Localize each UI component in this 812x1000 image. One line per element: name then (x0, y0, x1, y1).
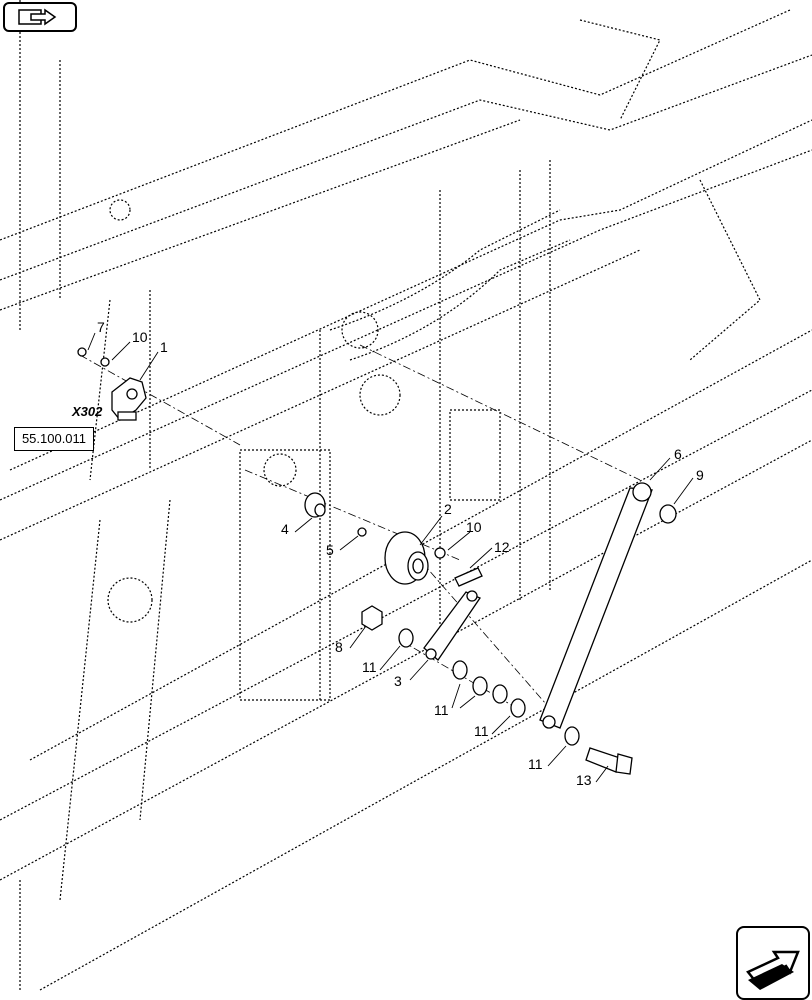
callout-11: 11 (434, 702, 449, 718)
page-next-button[interactable] (736, 926, 810, 1000)
part-10-upper (100, 357, 110, 367)
part-11-washer (510, 698, 526, 718)
part-8-nut (361, 605, 383, 631)
part-13-bolt (585, 747, 633, 775)
part-7 (77, 347, 87, 357)
part-11-washer (492, 684, 508, 704)
parts-group (77, 347, 677, 775)
callout-7: 7 (97, 319, 105, 335)
callout-4: 4 (281, 521, 289, 537)
callout-12: 12 (494, 539, 510, 555)
page-back-button[interactable] (3, 2, 77, 32)
callout-9: 9 (696, 467, 704, 483)
page-next-arrow-icon (746, 950, 800, 990)
page-back-icon (18, 8, 57, 26)
reference-link-box[interactable]: 55.100.011 (14, 427, 94, 451)
connector-label-x302: X302 (72, 404, 103, 419)
part-12-pin (454, 567, 483, 587)
callout-11: 11 (362, 659, 377, 675)
part-11-washer (398, 628, 414, 648)
callout-11: 11 (528, 756, 543, 772)
callout-2: 2 (444, 501, 452, 517)
part-11-washer (564, 726, 580, 746)
part-10-lower (434, 547, 446, 559)
part-11-washer (472, 676, 488, 696)
part-9-clip (659, 504, 677, 524)
part-2-flange (384, 531, 429, 585)
leader-lines (87, 332, 694, 783)
callout-13: 13 (576, 772, 592, 788)
callout-3: 3 (394, 673, 402, 689)
callout-6: 6 (674, 446, 682, 462)
callout-10: 10 (466, 519, 482, 535)
callout-8: 8 (335, 639, 343, 655)
callout-5: 5 (326, 542, 334, 558)
callout-11: 11 (474, 723, 489, 739)
callout-10: 10 (132, 329, 148, 345)
part-6-long-link (539, 482, 653, 729)
part-4-bushing (304, 492, 326, 518)
part-3-link (423, 590, 481, 661)
part-11-washer (452, 660, 468, 680)
part-5 (357, 527, 367, 537)
callout-1: 1 (160, 339, 168, 355)
part-1-sensor (111, 377, 147, 421)
